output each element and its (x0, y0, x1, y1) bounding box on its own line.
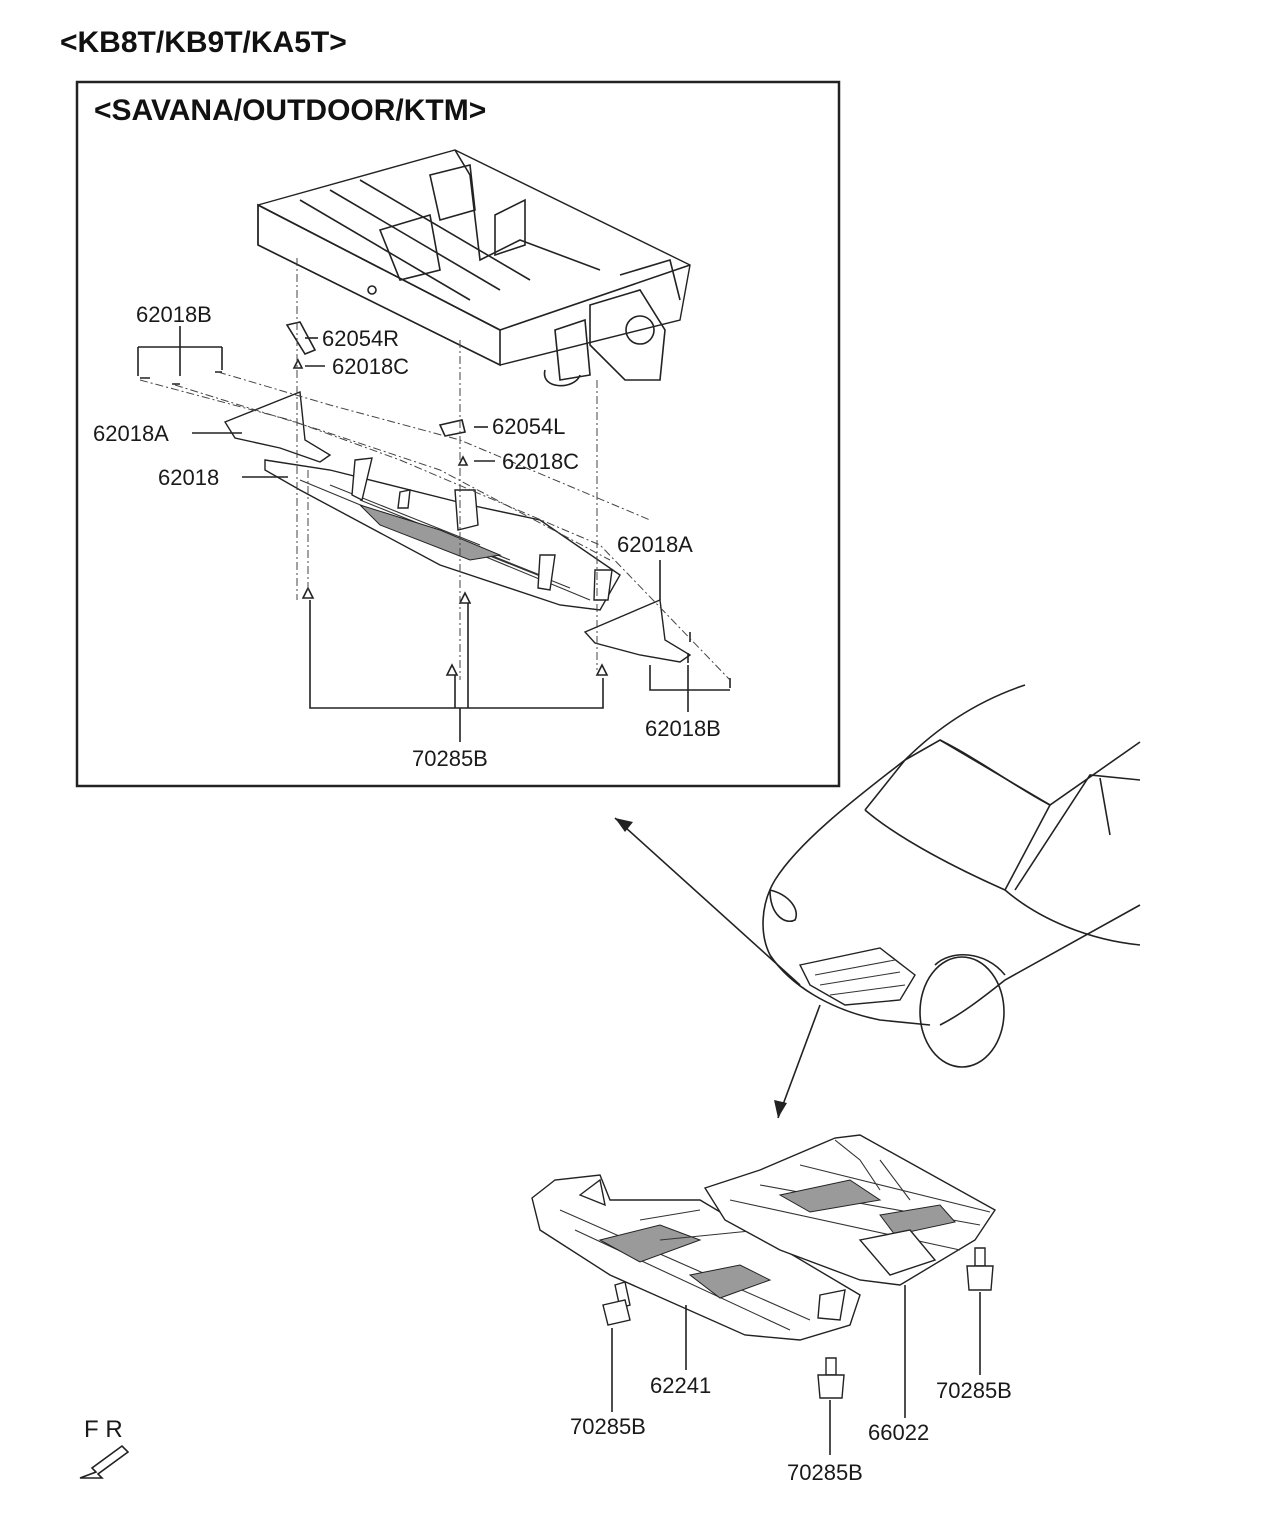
label-62241: 62241 (650, 1373, 711, 1398)
label-70285B-center: 70285B (787, 1460, 863, 1485)
label-62018A-right: 62018A (617, 532, 693, 557)
front-arrow-icon (79, 1444, 130, 1479)
variant-inset-frame (75, 80, 841, 788)
front-marker-label: F R (84, 1416, 123, 1443)
label-62018: 62018 (158, 465, 219, 490)
label-70285B-inset: 70285B (412, 746, 488, 771)
assembly-lines (139, 258, 731, 681)
label-62018B-bottom: 62018B (645, 716, 721, 741)
label-62018A-left: 62018A (93, 421, 169, 446)
label-62018B-top: 62018B (136, 302, 212, 327)
label-62018C-mid: 62018C (502, 449, 579, 474)
inset-fasteners (140, 321, 731, 688)
label-66022: 66022 (868, 1420, 929, 1445)
label-62018C-top: 62018C (332, 354, 409, 379)
undercover-66022 (703, 1134, 997, 1286)
variant-title: <SAVANA/OUTDOOR/KTM> (94, 94, 486, 127)
label-70285B-left: 70285B (570, 1414, 646, 1439)
lower-leaders (611, 1285, 981, 1455)
frame-crossmember (257, 149, 691, 387)
lower-bolts (602, 1247, 994, 1399)
label-62054R: 62054R (322, 326, 399, 351)
callout-arrows (614, 817, 821, 1119)
vehicle-outline (762, 684, 1141, 1068)
model-title: <KB8T/KB9T/KA5T> (60, 26, 347, 59)
label-70285B-right: 70285B (936, 1378, 1012, 1403)
label-62054L: 62054L (492, 414, 565, 439)
skid-plate-62018 (264, 457, 621, 611)
front-direction-marker: F R (79, 1416, 130, 1479)
undercover-62241 (531, 1174, 861, 1341)
side-bracket-right (583, 598, 692, 663)
inset-leaders (137, 326, 730, 742)
side-bracket-left (223, 391, 332, 463)
